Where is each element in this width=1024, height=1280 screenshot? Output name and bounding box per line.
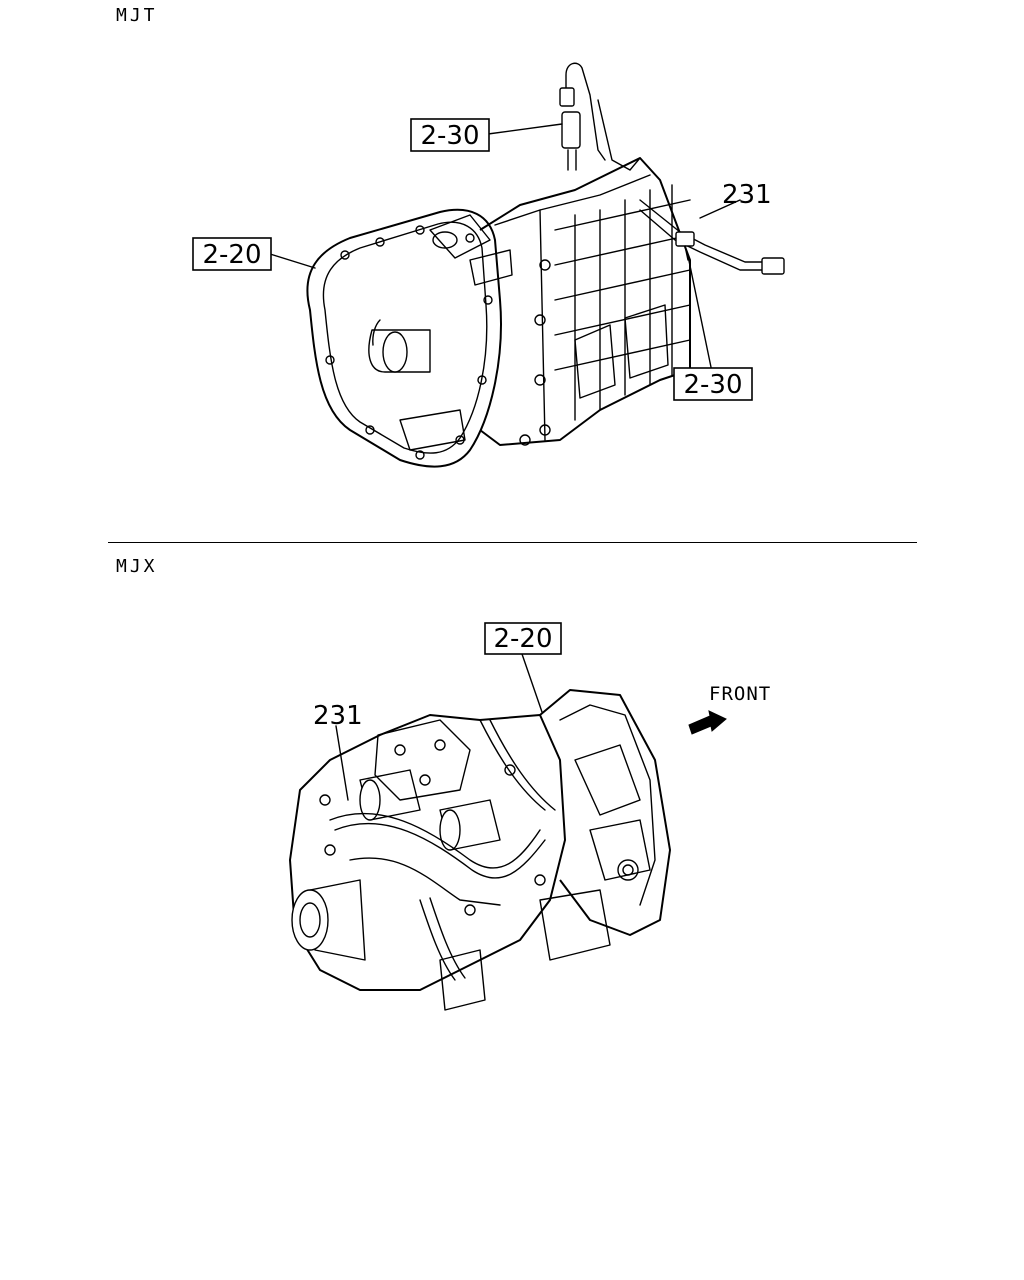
callout-2-30-lower: 2-30 [673, 367, 753, 401]
section-label-mjx: MJX [116, 556, 158, 577]
callout-231-bottom: 231 [313, 701, 363, 731]
callout-2-20-bottom: 2-20 [484, 622, 562, 655]
front-indicator: FRONT [688, 683, 771, 735]
callout-leaders-mjx [335, 653, 543, 801]
callout-leaders-mjt [269, 123, 741, 373]
front-label: FRONT [709, 683, 771, 705]
transmission-mjx-illustration [289, 689, 671, 1011]
callout-2-30-upper: 2-30 [410, 118, 490, 152]
callout-2-20-bottom-text: 2-20 [493, 624, 552, 654]
section-label-mjt: MJT [116, 5, 158, 26]
callout-2-20-top: 2-20 [192, 237, 272, 271]
callout-2-30-upper-text: 2-30 [420, 121, 479, 151]
section-divider [108, 542, 917, 543]
transmission-mjt-illustration [306, 62, 785, 468]
callout-231-top: 231 [722, 180, 772, 210]
front-arrow-icon [688, 710, 727, 735]
callout-2-20-top-text: 2-20 [202, 240, 261, 270]
callout-2-30-lower-text: 2-30 [683, 370, 742, 400]
